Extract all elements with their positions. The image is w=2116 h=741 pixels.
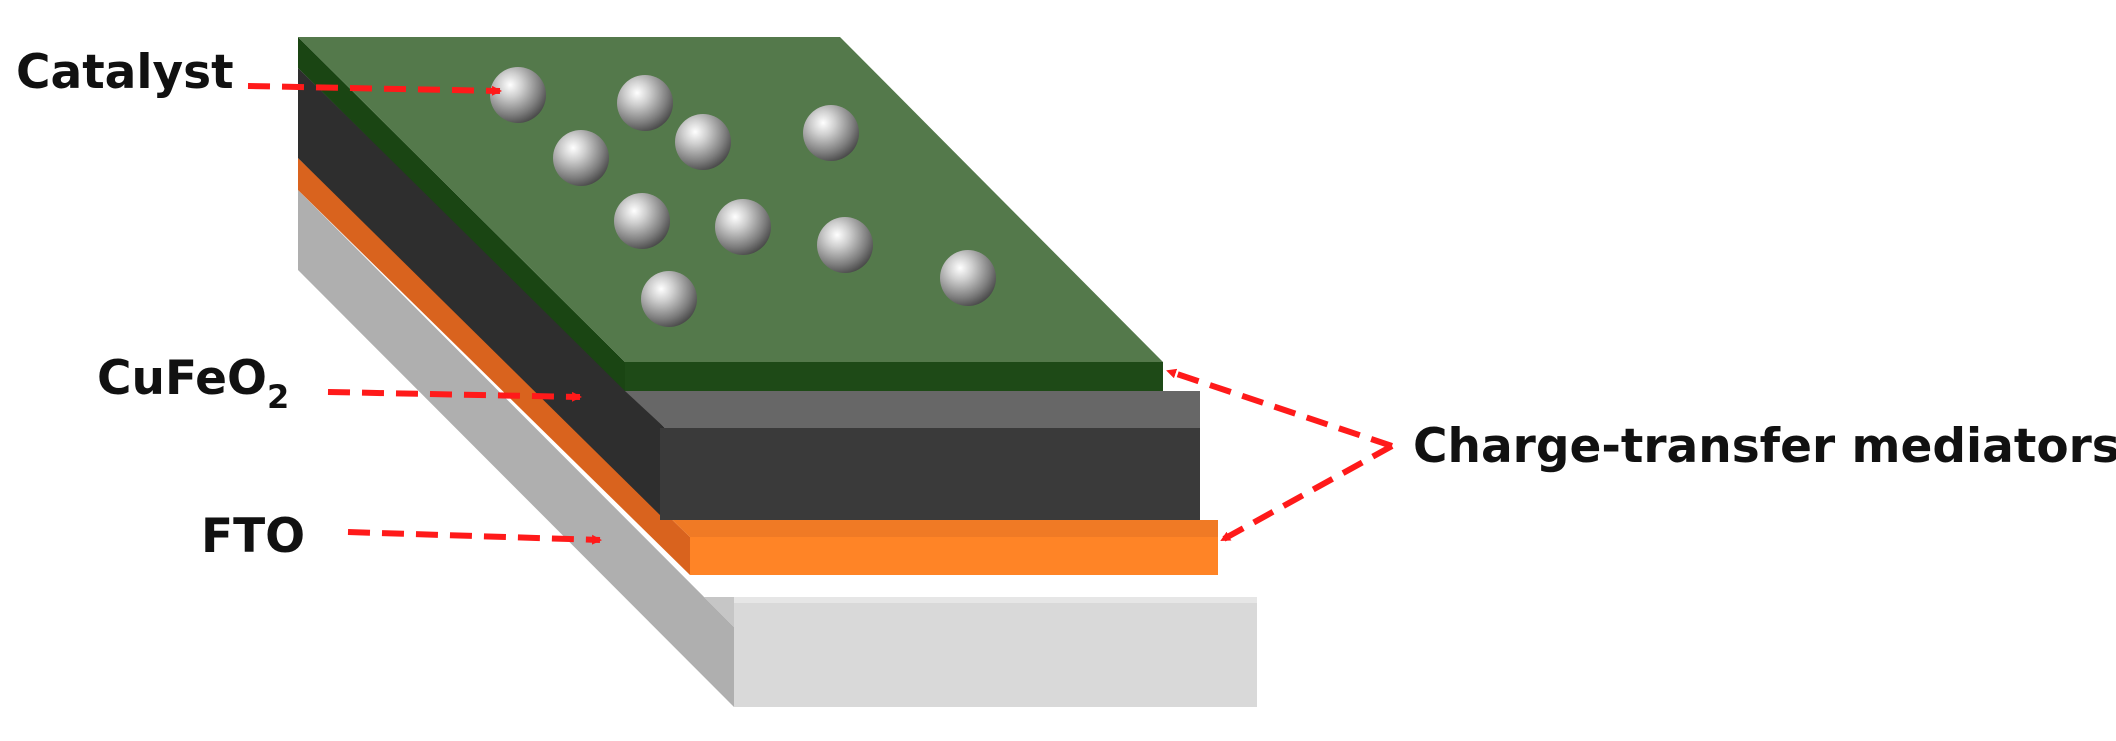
bottom-mediator-arrow: [1220, 443, 1394, 543]
label-arrows: [247, 83, 1394, 545]
cufeo2-top-strip: [625, 391, 1200, 428]
fto-arrow: [347, 529, 602, 545]
catalyst-particle: [617, 75, 673, 131]
bottom-mediator-front: [690, 537, 1218, 575]
top-mediator-front: [625, 362, 1163, 391]
bottom-mediator-side: [298, 158, 690, 575]
cufeo2-label-subscript: 2: [267, 378, 289, 416]
bottom-mediator-layer: [298, 158, 1218, 575]
fto-front-top-edge: [734, 597, 1257, 603]
mediators-label: Charge-transfer mediators: [1413, 419, 2116, 474]
catalyst-particle: [803, 105, 859, 161]
fto-side-face: [298, 190, 734, 707]
catalyst-label: Catalyst: [16, 45, 234, 100]
cufeo2-label: CuFeO2: [97, 351, 289, 416]
top-mediator-arrow: [1166, 368, 1393, 449]
catalyst-particle: [614, 193, 670, 249]
catalyst-layer-side: [298, 37, 625, 391]
catalyst-particle: [715, 199, 771, 255]
catalyst-arrow: [247, 83, 502, 96]
catalyst-particle: [641, 271, 697, 327]
catalyst-particle: [675, 114, 731, 170]
cufeo2-side: [298, 68, 665, 520]
cufeo2-arrow: [327, 389, 582, 402]
cufeo2-front: [660, 428, 1200, 520]
catalyst-particle: [553, 130, 609, 186]
catalyst-particle: [940, 250, 996, 306]
catalyst-particle: [490, 67, 546, 123]
catalyst-particle: [817, 217, 873, 273]
fto-front-face: [734, 597, 1257, 707]
cufeo2-layer: [298, 68, 1200, 520]
fto-substrate: [298, 190, 1257, 707]
cufeo2-label-main: CuFeO: [97, 351, 267, 406]
fto-label: FTO: [201, 509, 305, 564]
catalyst-particles: [490, 67, 996, 327]
